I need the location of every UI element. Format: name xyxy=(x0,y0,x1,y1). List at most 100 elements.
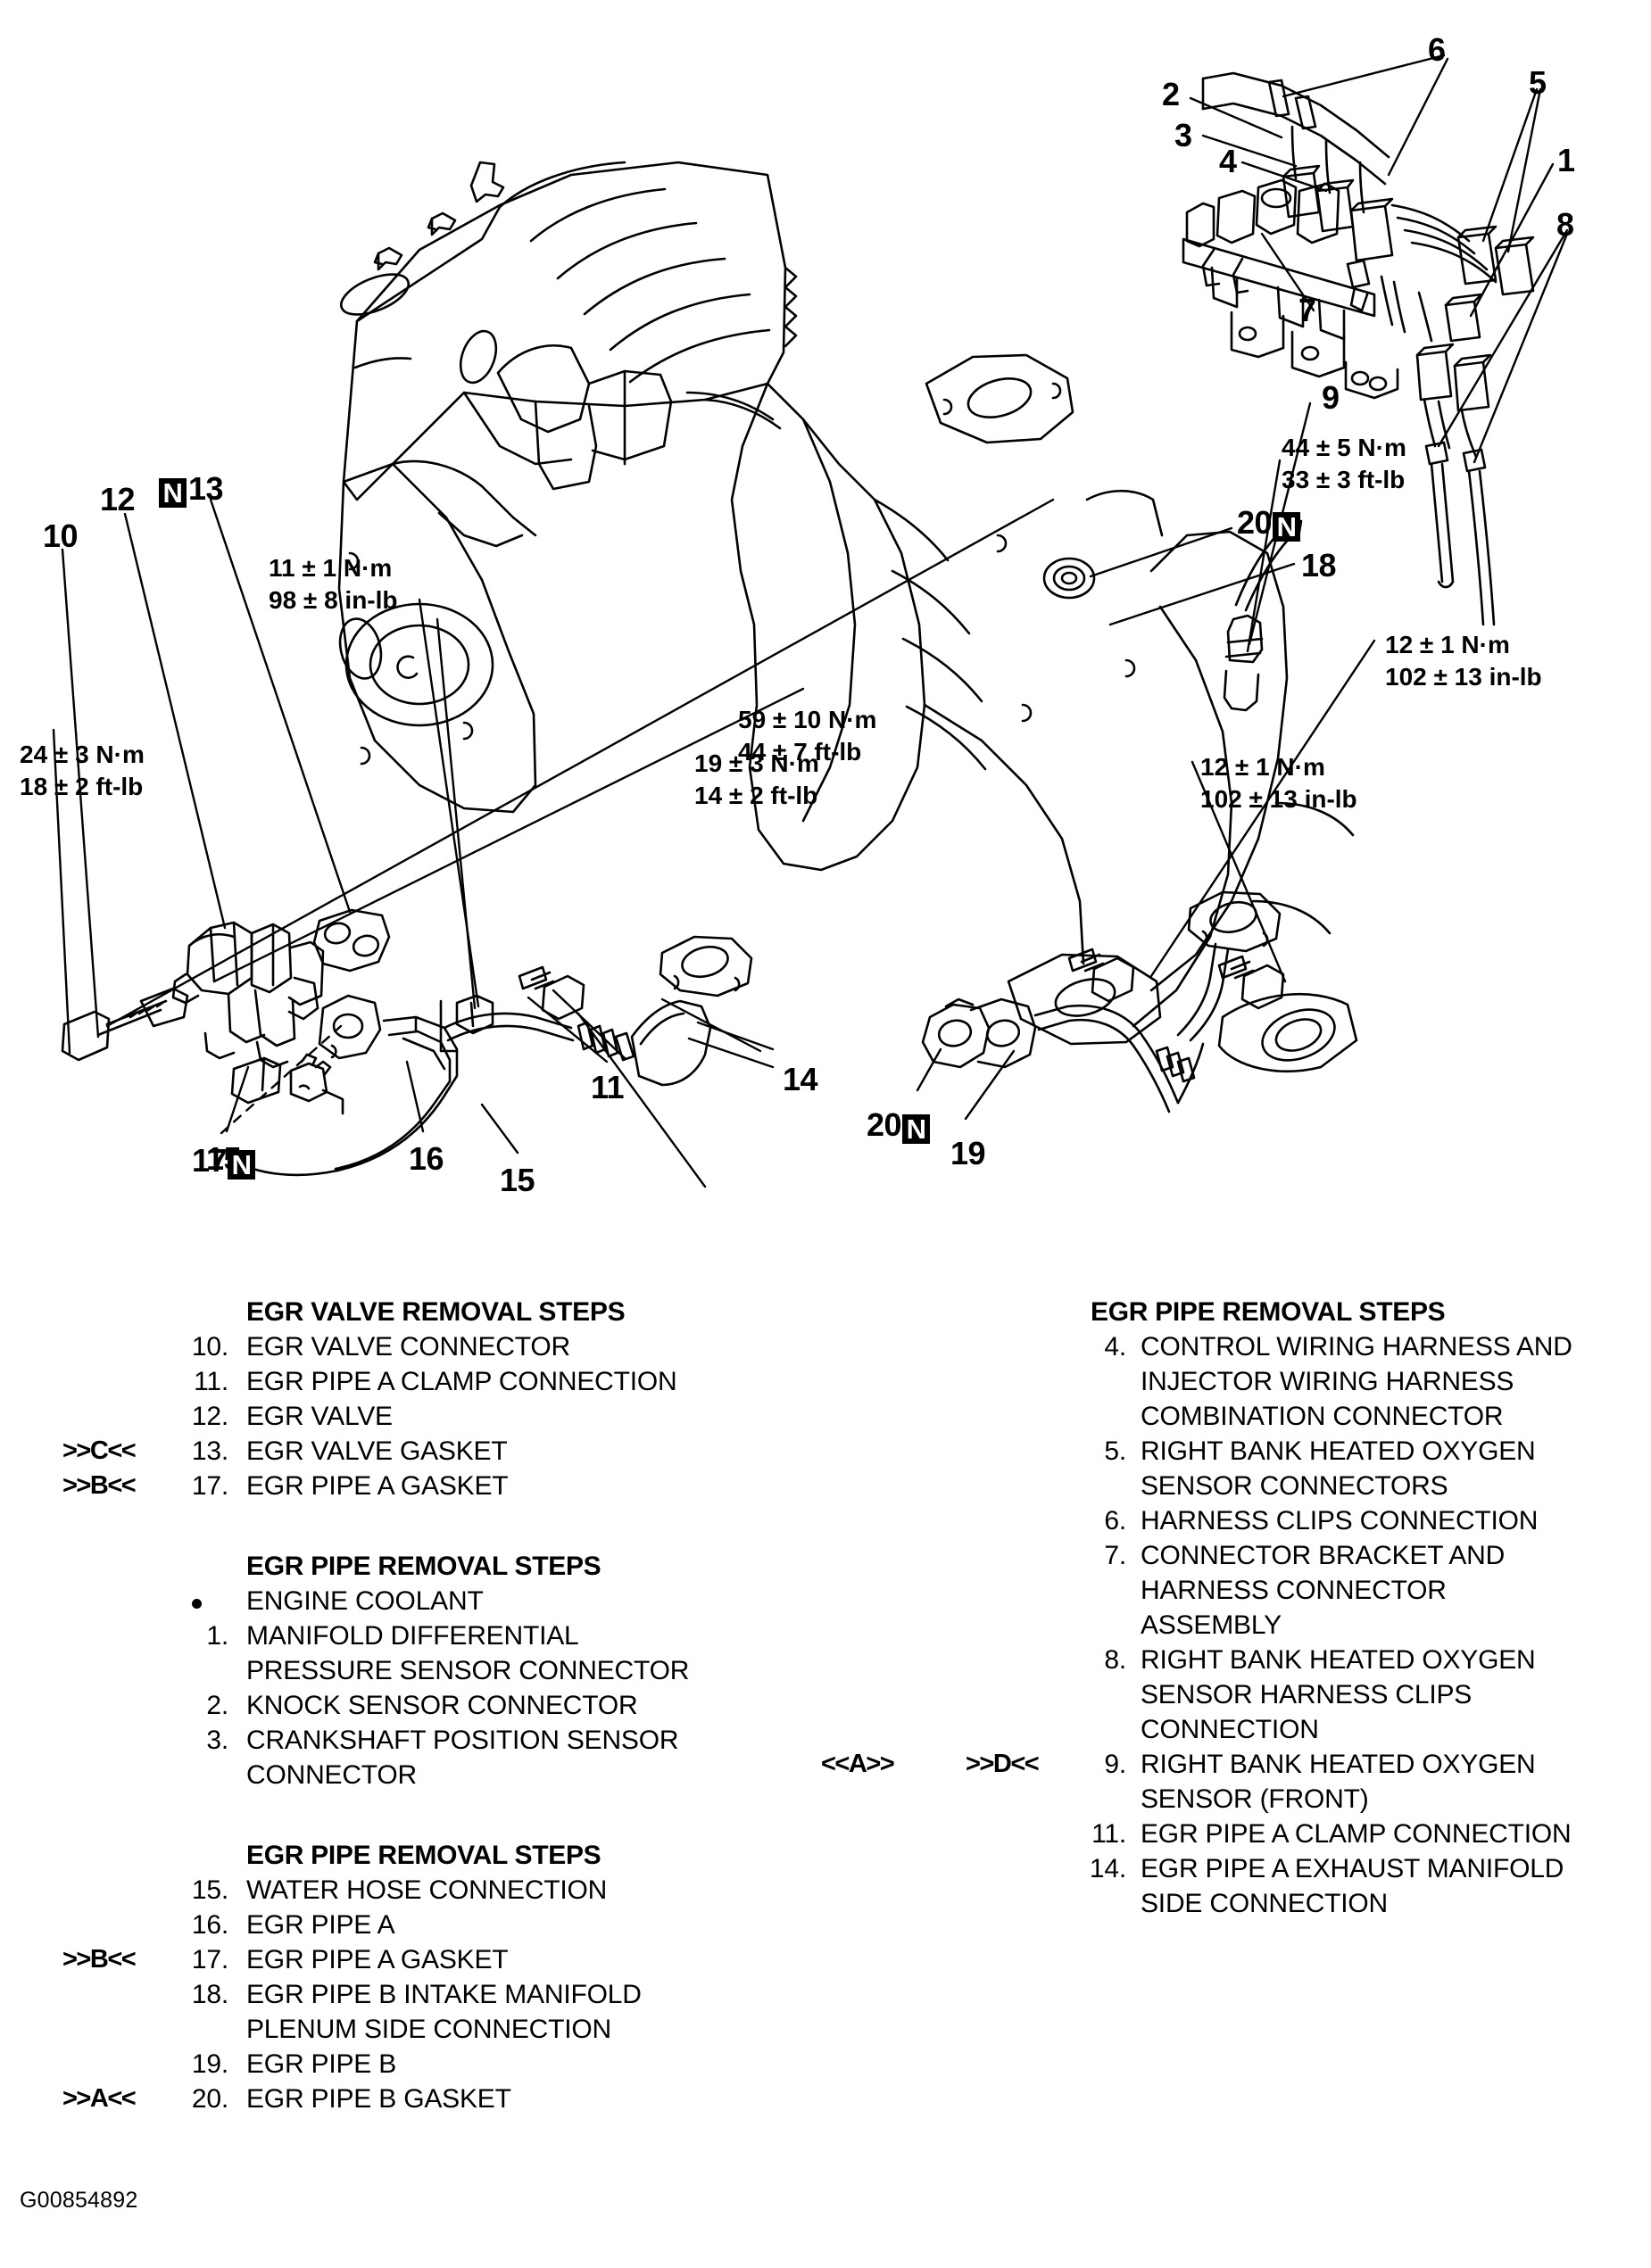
service-point-marker-a: <<A>> xyxy=(821,1750,895,1778)
step-item: 10. EGR VALVE CONNECTOR xyxy=(0,1329,821,1364)
step-number: 20. xyxy=(191,2084,228,2114)
section-egr-valve-removal-steps: EGR VALVE REMOVAL STEPS 10. EGR VALVE CO… xyxy=(0,1295,821,1503)
torque-spec-exhaust-manifold: 59 ± 10 N·m 44 ± 7 ft-lb xyxy=(738,704,876,768)
step-item: 14. EGR PIPE A EXHAUST MANIFOLD xyxy=(821,1851,1651,1886)
section-title: EGR PIPE REMOVAL STEPS xyxy=(246,1841,601,1870)
step-text: ASSEMBLY xyxy=(1141,1610,1282,1640)
torque-spec-pipe-b-upper: 12 ± 1 N·m 102 ± 13 in-lb xyxy=(1385,629,1542,693)
step-item-continuation: HARNESS CONNECTOR xyxy=(821,1573,1651,1608)
torque-spec-egr-valve: 24 ± 3 N·m 18 ± 2 ft-lb xyxy=(20,739,145,803)
service-point-marker-c: >>C<< xyxy=(62,1436,137,1465)
step-number: 13. xyxy=(191,1436,228,1466)
callout-13-label: 13 xyxy=(188,470,224,507)
step-number: 2. xyxy=(206,1691,228,1720)
step-item: 8. RIGHT BANK HEATED OXYGEN xyxy=(821,1643,1651,1677)
section-egr-pipe-removal-steps-lower: EGR PIPE REMOVAL STEPS 15. WATER HOSE CO… xyxy=(0,1839,821,2116)
step-number: 18. xyxy=(191,1980,228,2009)
step-text: EGR PIPE A xyxy=(246,1910,395,1940)
step-text: EGR PIPE B xyxy=(246,2049,397,2079)
right-steps-column: EGR PIPE REMOVAL STEPS 4. CONTROL WIRING… xyxy=(821,1295,1651,1921)
section-gap xyxy=(0,1503,821,1550)
step-number: 5. xyxy=(1104,1436,1126,1466)
section-gap xyxy=(0,1792,821,1839)
callout-1: 1 xyxy=(1557,142,1575,178)
left-steps-column: EGR VALVE REMOVAL STEPS 10. EGR VALVE CO… xyxy=(0,1295,821,2116)
step-item-continuation: SIDE CONNECTION xyxy=(821,1886,1651,1921)
step-text: KNOCK SENSOR CONNECTOR xyxy=(246,1691,638,1720)
step-number: 11. xyxy=(194,1367,228,1396)
step-text: CONNECTOR xyxy=(246,1760,417,1790)
callout-20-label: 20 xyxy=(867,1106,902,1143)
step-item: >>C<< 13. EGR VALVE GASKET xyxy=(0,1434,821,1469)
step-text: INJECTOR WIRING HARNESS xyxy=(1141,1367,1514,1396)
callout-17-label: 17 xyxy=(192,1142,228,1179)
reversed-n-icon: N xyxy=(902,1114,931,1144)
step-item: <<A>> >>D<< 9. RIGHT BANK HEATED OXYGEN xyxy=(821,1747,1651,1782)
service-point-marker-a: >>A<< xyxy=(62,2084,137,2113)
step-number: 8. xyxy=(1104,1645,1126,1675)
step-item-continuation: SENSOR CONNECTORS xyxy=(821,1469,1651,1503)
step-number: 7. xyxy=(1104,1541,1126,1570)
step-text: EGR PIPE A CLAMP CONNECTION xyxy=(246,1367,677,1396)
figure-code: G00854892 xyxy=(20,2188,138,2213)
step-text: COMBINATION CONNECTOR xyxy=(1141,1402,1504,1431)
step-text: MANIFOLD DIFFERENTIAL xyxy=(246,1621,579,1651)
section-egr-pipe-removal-steps-right: EGR PIPE REMOVAL STEPS 4. CONTROL WIRING… xyxy=(821,1295,1651,1921)
callout-16: 16 xyxy=(409,1140,444,1177)
step-number: 17. xyxy=(191,1945,228,1974)
callout-8: 8 xyxy=(1556,206,1574,243)
step-item-continuation: SENSOR HARNESS CLIPS xyxy=(821,1677,1651,1712)
step-item: 15. WATER HOSE CONNECTION xyxy=(0,1873,821,1908)
torque-spec-pipe-b-lower: 12 ± 1 N·m 102 ± 13 in-lb xyxy=(1200,751,1357,815)
callout-7: 7 xyxy=(1298,292,1316,328)
step-item: 12. EGR VALVE xyxy=(0,1399,821,1434)
torque-metric: 44 ± 5 N·m xyxy=(1282,434,1406,461)
step-item: 19. EGR PIPE B xyxy=(0,2047,821,2082)
torque-imperial: 98 ± 8 in-lb xyxy=(269,585,398,614)
torque-imperial: 18 ± 2 ft-lb xyxy=(20,772,144,800)
step-item-continuation: PLENUM SIDE CONNECTION xyxy=(0,2012,821,2047)
reversed-n-icon: N xyxy=(159,478,187,508)
step-item: 11. EGR PIPE A CLAMP CONNECTION xyxy=(0,1364,821,1399)
callout-19: 19 xyxy=(950,1135,986,1171)
callout-3: 3 xyxy=(1174,117,1192,153)
step-text: EGR VALVE GASKET xyxy=(246,1436,508,1466)
engine-line-art xyxy=(52,54,1569,1188)
removal-steps-lists: EGR VALVE REMOVAL STEPS 10. EGR VALVE CO… xyxy=(0,1295,1651,2197)
callout-9: 9 xyxy=(1322,379,1340,416)
torque-imperial: 14 ± 2 ft-lb xyxy=(694,781,818,809)
step-text: CRANKSHAFT POSITION SENSOR xyxy=(246,1726,679,1755)
service-point-marker-b: >>B<< xyxy=(62,1471,137,1500)
torque-metric: 12 ± 1 N·m xyxy=(1200,753,1325,781)
reversed-n-icon: N xyxy=(1273,512,1301,542)
step-text: EGR VALVE xyxy=(246,1402,393,1431)
step-item: >>A<< 20. EGR PIPE B GASKET xyxy=(0,2082,821,2116)
callout-6: 6 xyxy=(1428,31,1446,68)
service-point-marker-d: >>D<< xyxy=(966,1750,1040,1778)
torque-metric: 59 ± 10 N·m xyxy=(738,706,877,733)
callout-12: 12 xyxy=(100,481,136,517)
step-text: ENGINE COOLANT xyxy=(246,1586,484,1616)
step-text: CONTROL WIRING HARNESS AND xyxy=(1141,1332,1572,1362)
step-text: WATER HOSE CONNECTION xyxy=(246,1875,608,1905)
step-text: RIGHT BANK HEATED OXYGEN xyxy=(1141,1645,1536,1675)
torque-metric: 11 ± 1 N·m xyxy=(269,554,393,582)
step-text: SENSOR HARNESS CLIPS xyxy=(1141,1680,1473,1709)
step-item: 16. EGR PIPE A xyxy=(0,1908,821,1942)
step-number: 1. xyxy=(206,1621,228,1651)
step-number: 6. xyxy=(1104,1506,1126,1535)
callout-18: 18 xyxy=(1301,547,1337,584)
step-item: ENGINE COOLANT xyxy=(0,1584,821,1618)
step-item: 5. RIGHT BANK HEATED OXYGEN xyxy=(821,1434,1651,1469)
step-text: HARNESS CONNECTOR xyxy=(1141,1576,1447,1605)
callout-15-clip: 15 xyxy=(500,1162,535,1198)
step-text: SENSOR (FRONT) xyxy=(1141,1784,1369,1814)
step-number: 4. xyxy=(1104,1332,1126,1362)
torque-imperial: 102 ± 13 in-lb xyxy=(1200,784,1357,813)
step-text: EGR PIPE A GASKET xyxy=(246,1945,509,1974)
step-number: 10. xyxy=(191,1332,228,1362)
callout-14: 14 xyxy=(783,1061,818,1097)
